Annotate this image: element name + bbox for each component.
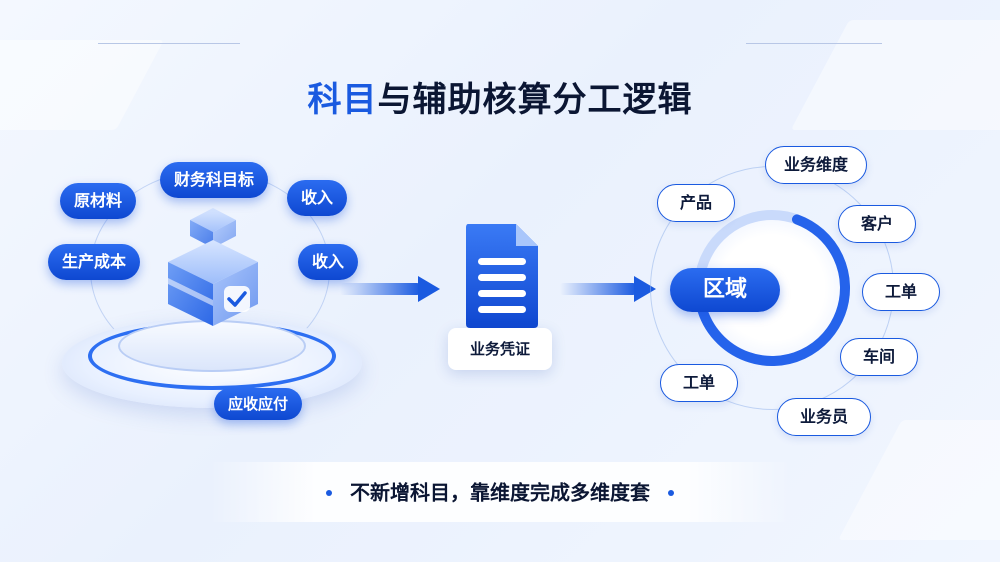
label-production-cost: 生产成本	[48, 244, 141, 280]
label-receivables-payables: 应收应付	[214, 388, 303, 420]
label-work-order-left: 工单	[660, 364, 739, 402]
label-revenue-top: 收入	[287, 180, 348, 216]
label-raw-materials: 原材料	[60, 183, 137, 219]
footer-banner: 不新增科目，靠维度完成多维度套	[210, 462, 790, 522]
region-center: 区域	[670, 268, 780, 312]
decor-line-left	[98, 43, 240, 44]
label-business-dimension: 业务维度	[765, 146, 868, 184]
document-icon	[466, 224, 538, 328]
label-salesperson: 业务员	[777, 398, 872, 436]
label-work-order-right: 工单	[862, 273, 941, 311]
label-workshop: 车间	[840, 338, 919, 376]
arrow-doc-to-region	[560, 276, 656, 302]
region-arc-ring	[694, 210, 850, 366]
label-product: 产品	[657, 184, 736, 222]
left-platform	[30, 150, 390, 430]
label-revenue-bottom: 收入	[298, 244, 359, 280]
cube-check-icon	[168, 208, 258, 326]
title-accent: 科目	[307, 80, 378, 120]
label-customer: 客户	[838, 205, 917, 243]
arrow-left-to-doc	[340, 276, 440, 302]
bullet-dot-right	[668, 489, 674, 496]
decor-line-right	[746, 43, 882, 44]
bg-panel	[838, 420, 1000, 540]
bullet-dot-left	[326, 489, 332, 496]
page-title: 科目与辅助核算分工逻辑	[0, 72, 1000, 121]
title-rest: 与辅助核算分工逻辑	[377, 80, 693, 120]
label-financial-subject-target: 财务科目标	[160, 162, 269, 198]
footer-text: 不新增科目，靠维度完成多维度套	[350, 480, 650, 505]
business-voucher-label: 业务凭证	[448, 328, 552, 370]
